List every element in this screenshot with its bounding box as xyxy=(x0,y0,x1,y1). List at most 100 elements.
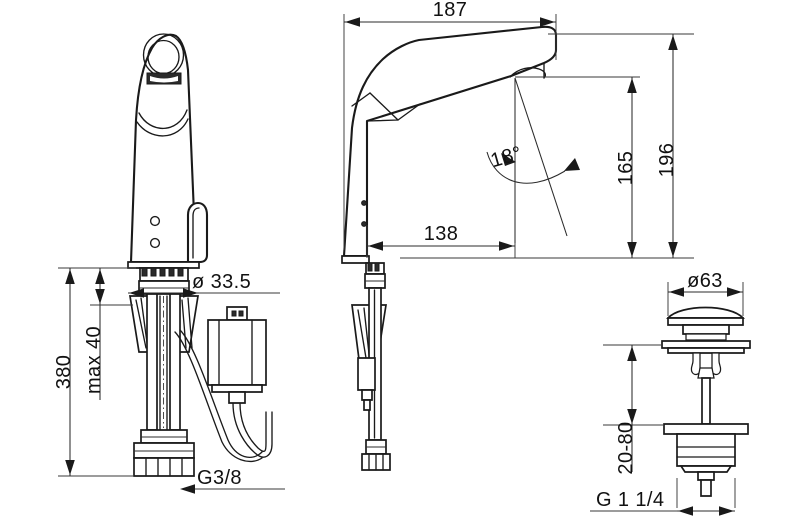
dim-138-arrow-right xyxy=(499,241,514,251)
dim-63-label: ø63 xyxy=(687,270,723,292)
dim-g114-arrow-left xyxy=(678,506,693,516)
dim-165-arrow-bottom xyxy=(627,242,637,257)
drain-body-flange xyxy=(663,423,749,435)
body-shoulder-seam-2 xyxy=(136,118,189,137)
faucet-body-front xyxy=(129,33,198,264)
dim-mounting-thickness-max40: max 40 xyxy=(83,267,136,400)
dim-165-arrow-top xyxy=(627,78,637,93)
drain-clip-right xyxy=(711,352,722,376)
dim-165-label: 165 xyxy=(615,151,637,186)
drain-cap-dome xyxy=(666,306,745,319)
dim-196-arrow-bottom xyxy=(668,242,678,257)
supply-column-left xyxy=(146,293,158,431)
drain-body-taper xyxy=(679,465,733,473)
dim-outlet-height-165: 165 xyxy=(400,76,640,259)
dim-380-arrow-top xyxy=(65,269,75,284)
dim-angle-label: 18° xyxy=(488,142,524,172)
dim-138-arrow-left xyxy=(368,241,383,251)
dim-138-label: 138 xyxy=(424,223,459,245)
lower-nut-c xyxy=(133,457,195,477)
dim-max40-arrow-bottom xyxy=(95,289,105,304)
side-fitting-stub xyxy=(361,389,373,401)
supply-column-right xyxy=(169,293,181,431)
angle-arrow-right xyxy=(564,158,580,171)
dim-187-arrow-right xyxy=(540,17,555,27)
dim-380-arrow-bottom xyxy=(65,460,75,475)
side-fitting-block xyxy=(357,357,376,391)
spout-edge-profile xyxy=(186,201,209,264)
dim-335-arrow-left xyxy=(129,288,144,298)
dim-total-height-380: 380 xyxy=(53,267,136,477)
dim-63-arrow-right xyxy=(727,287,742,297)
spout-aerator-notch xyxy=(509,67,547,79)
dim-g38-arrow xyxy=(180,484,195,494)
power-supply-cable-gland xyxy=(228,391,246,404)
indicator-hole-lower xyxy=(149,237,161,249)
dim-spray-angle-18: 18° xyxy=(486,77,580,243)
drain-cap-neck-lower xyxy=(685,333,727,341)
dim-2080-arrow-top xyxy=(627,346,637,361)
dim-g114-label: G 1 1/4 xyxy=(596,489,664,511)
dim-g114-arrow-right xyxy=(719,506,734,516)
mounting-bracket-right-rib xyxy=(181,297,193,349)
deck-plate-side xyxy=(341,255,370,264)
dim-196-arrow-top xyxy=(668,35,678,50)
power-cable-inner xyxy=(239,402,267,453)
dim-max40-arrow-top xyxy=(95,269,105,284)
sensor-window-highlight xyxy=(150,76,178,83)
dim-187-label: 187 xyxy=(433,0,468,21)
dim-63-arrow-left xyxy=(669,287,684,297)
shank-collar-teeth xyxy=(141,267,184,277)
dim-335-label: ø 33.5 xyxy=(192,271,251,293)
power-supply-connector xyxy=(226,306,248,321)
drain-view-group: ø63 20-80 G 1 1/4 xyxy=(590,270,751,516)
dim-2080-arrow-bottom xyxy=(627,409,637,424)
dim-2080-label: 20-80 xyxy=(615,421,637,474)
power-cable-to-shank-inner xyxy=(174,331,263,463)
angle-ray-inclined xyxy=(514,77,568,237)
angle-arrow-left xyxy=(501,153,516,166)
dim-196-label: 196 xyxy=(656,143,678,178)
front-view-group: 380 max 40 ø 33.5 xyxy=(53,33,285,494)
dim-max40-label: max 40 xyxy=(83,326,105,394)
power-supply-body xyxy=(207,319,267,386)
dim-overall-height-196: 196 xyxy=(548,33,694,259)
shank-assembly-front xyxy=(129,267,199,477)
lower-nut-c-flutes xyxy=(145,457,183,477)
power-supply-footer xyxy=(211,384,263,393)
body-shoulder-seam xyxy=(138,109,188,129)
dim-cap-diameter-63: ø63 xyxy=(667,270,744,316)
drain-clip-left xyxy=(690,352,701,376)
dim-base-diameter-33-5: ø 33.5 xyxy=(128,271,280,298)
drain-clip-junction xyxy=(697,367,715,379)
dim-380-label: 380 xyxy=(53,355,75,390)
dim-adjust-range-20-80: 20-80 xyxy=(603,344,664,475)
drain-outlet-tip xyxy=(700,479,712,497)
dim-g38-label: G3/8 xyxy=(197,467,242,489)
power-supply-connector-pins xyxy=(231,310,244,317)
spout-bevel-edge xyxy=(397,103,421,121)
indicator-hole-upper xyxy=(149,215,161,227)
spout-body-side xyxy=(342,25,558,258)
drain-cap-neck xyxy=(682,324,730,335)
spout-bevel-left xyxy=(351,92,371,107)
power-supply-box-group xyxy=(174,306,273,463)
drain-seal-flange-lower xyxy=(667,347,745,354)
drain-seal-flange xyxy=(661,340,751,349)
spout-edge-inner xyxy=(192,207,200,259)
side-indicator-dot-upper xyxy=(361,200,367,206)
angle-arc xyxy=(486,151,566,184)
dim-335-arrow-right xyxy=(183,288,198,298)
side-view-group: 187 138 165 xyxy=(341,0,694,471)
shank-assembly-side xyxy=(351,262,391,471)
power-cable-to-shank-outer xyxy=(179,329,263,459)
side-indicator-dot-lower xyxy=(361,221,367,227)
side-shank-collar-teeth xyxy=(367,262,380,272)
dim-depth-187: 187 xyxy=(343,0,557,250)
power-cable-outer xyxy=(232,402,273,458)
drain-outlet-nipple xyxy=(697,471,715,481)
drain-cap-rim xyxy=(667,317,744,326)
drain-stem xyxy=(701,377,711,425)
